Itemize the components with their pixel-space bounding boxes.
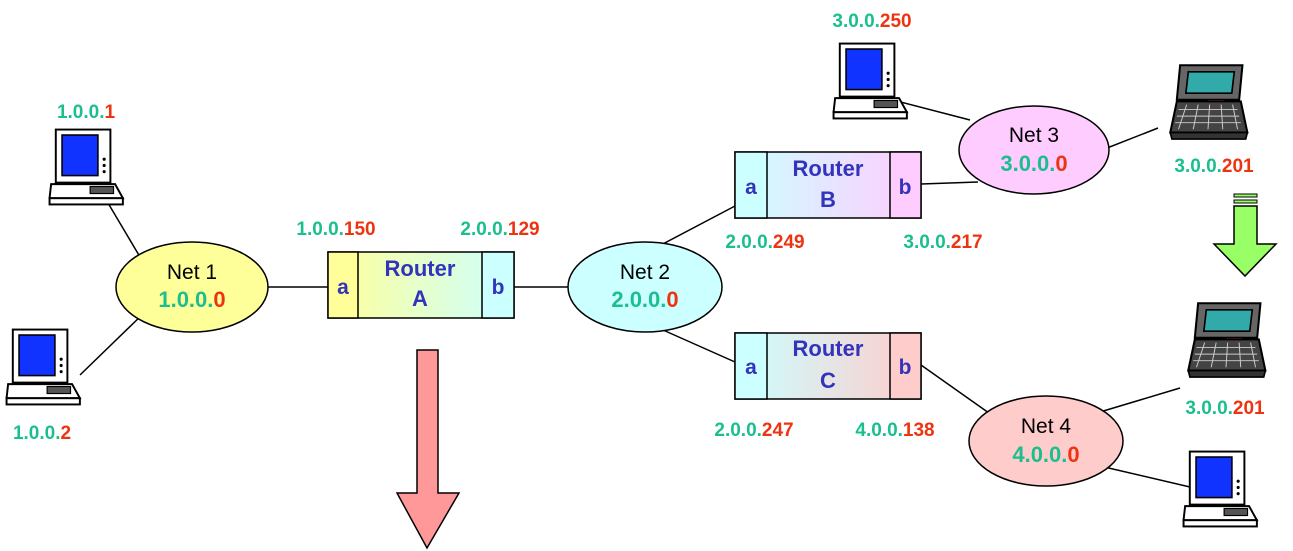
router-c-port-b-address: 4.0.0.138 bbox=[855, 420, 934, 441]
link-net3-laptop bbox=[1101, 127, 1159, 151]
net3: Net 3 3.0.0.0 bbox=[958, 105, 1110, 195]
link-net4-host bbox=[1099, 465, 1191, 488]
laptop-net4-address: 3.0.0.201 bbox=[1185, 398, 1265, 419]
net1-name: Net 1 bbox=[167, 261, 217, 284]
router-b-label: Router bbox=[793, 156, 864, 181]
net2-address: 2.0.0.0 bbox=[611, 287, 678, 312]
router-c-port-a: a bbox=[745, 356, 757, 379]
link-routerB-net3 bbox=[920, 181, 979, 185]
router-b-port-a: a bbox=[745, 176, 757, 199]
host-300250-address: 3.0.0.250 bbox=[832, 11, 911, 32]
router-a-id: A bbox=[412, 286, 428, 311]
link-net4-laptop bbox=[1099, 387, 1181, 413]
router-a-port-a: a bbox=[337, 276, 349, 299]
laptop-computer-icon bbox=[1187, 302, 1267, 379]
router-a-port-b: b bbox=[492, 276, 505, 299]
net4: Net 4 4.0.0.0 bbox=[968, 395, 1124, 487]
router-c: a b Router C bbox=[734, 332, 922, 400]
host-1001-address: 1.0.0.1 bbox=[57, 102, 116, 123]
laptop-computer-icon bbox=[1169, 64, 1249, 141]
router-b: a b Router B bbox=[734, 151, 922, 219]
router-b-port-a-address: 2.0.0.249 bbox=[725, 232, 804, 253]
router-b-id: B bbox=[820, 187, 836, 212]
router-c-id: C bbox=[820, 368, 836, 393]
desktop-computer-icon bbox=[48, 128, 124, 206]
desktop-computer-icon bbox=[1182, 450, 1258, 528]
net3-name: Net 3 bbox=[1009, 124, 1059, 147]
laptop-net3-address: 3.0.0.201 bbox=[1174, 156, 1254, 177]
net1-address: 1.0.0.0 bbox=[158, 287, 225, 312]
net2-name: Net 2 bbox=[620, 261, 670, 284]
host-1002-address: 1.0.0.2 bbox=[13, 423, 71, 444]
desktop-computer-icon bbox=[832, 42, 908, 120]
arrow-down-icon bbox=[1212, 193, 1278, 278]
router-a: a b Router A bbox=[327, 251, 515, 319]
link-routerC-net4 bbox=[920, 364, 997, 419]
router-c-label: Router bbox=[793, 336, 864, 361]
router-a-label: Router bbox=[385, 256, 456, 281]
router-c-port-a-address: 2.0.0.247 bbox=[714, 420, 793, 441]
router-b-port-b: b bbox=[899, 176, 912, 199]
router-c-port-b: b bbox=[899, 356, 912, 379]
router-b-port-b-address: 3.0.0.217 bbox=[903, 232, 982, 253]
net2: Net 2 2.0.0.0 bbox=[567, 241, 723, 333]
router-a-port-a-address: 1.0.0.150 bbox=[296, 219, 375, 240]
link-host2-net1 bbox=[79, 311, 146, 376]
net3-address: 3.0.0.0 bbox=[1000, 151, 1067, 176]
net4-name: Net 4 bbox=[1021, 415, 1072, 438]
net1: Net 1 1.0.0.0 bbox=[115, 241, 269, 333]
link-host1-net1 bbox=[107, 202, 144, 263]
arrow-down-icon bbox=[395, 349, 461, 550]
desktop-computer-icon bbox=[5, 328, 81, 406]
net4-address: 4.0.0.0 bbox=[1012, 442, 1079, 467]
router-a-port-b-address: 2.0.0.129 bbox=[460, 219, 539, 240]
